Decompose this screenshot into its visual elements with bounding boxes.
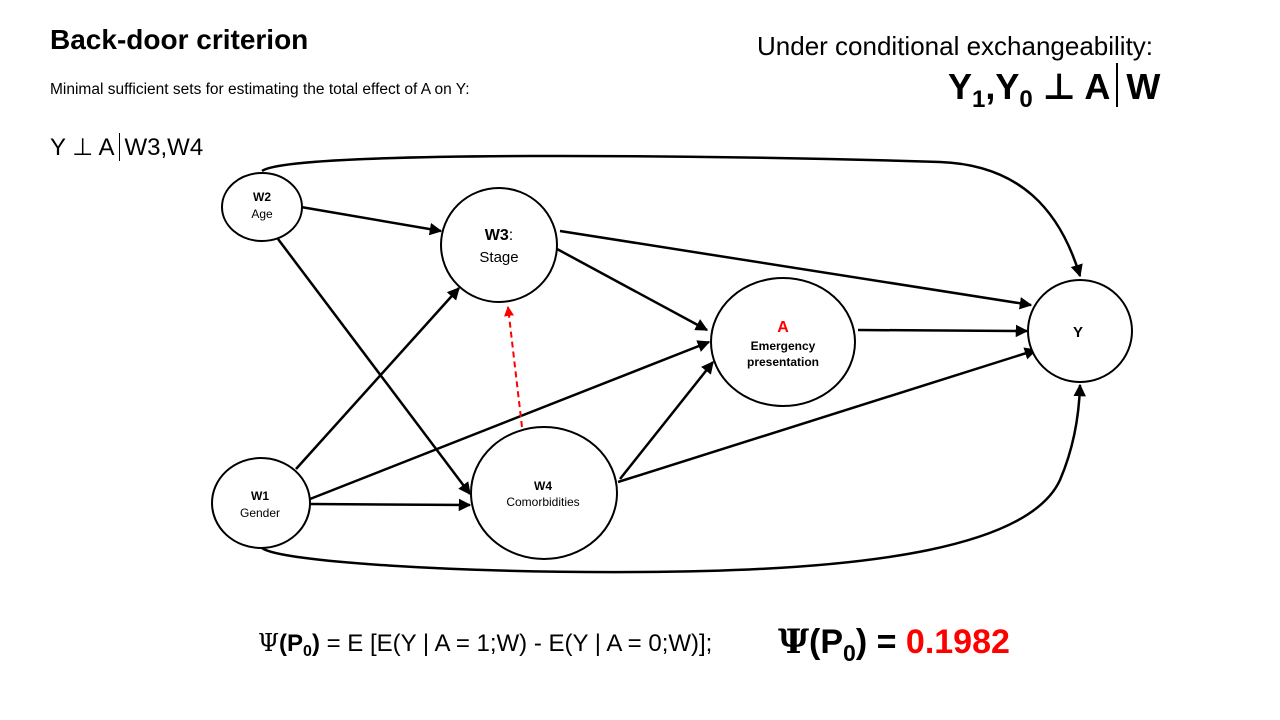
outcome-symbol: Y	[50, 134, 66, 161]
estimand-p-close: )	[311, 630, 320, 657]
edge-w1-w3	[295, 287, 460, 470]
edge-w4-w3-dashed	[504, 306, 523, 428]
estimand-expression: = E [E(Y | A = 1;W) - E(Y | A = 0;W)];	[319, 630, 713, 657]
psi-symbol: Ψ	[778, 622, 810, 662]
estimand-p-open: (P	[279, 630, 304, 657]
edge-w2-w4	[277, 238, 471, 495]
exchangeability-label: Under conditional exchangeability:	[757, 31, 1154, 61]
node-w1-name: Gender	[240, 506, 280, 520]
node-a-name-line1: Emergency	[751, 339, 816, 353]
node-w1-id: W1	[251, 489, 269, 503]
estimate-p-sub: 0	[843, 640, 856, 666]
estimate-value: 0.1982	[905, 623, 1010, 661]
estimate-p-close: )	[855, 623, 868, 661]
edge-w4-y	[617, 347, 1038, 484]
node-w3	[440, 187, 558, 303]
psi-symbol: Ψ	[258, 629, 280, 657]
estimate-p-open: (P	[809, 623, 844, 661]
edges	[261, 154, 1086, 574]
estimate-equals: =	[867, 623, 906, 661]
node-w2	[221, 172, 303, 242]
node-w2-name: Age	[251, 207, 273, 221]
node-y	[1027, 279, 1133, 383]
node-y-id: Y	[1073, 324, 1083, 341]
node-w2-id: W2	[253, 190, 271, 204]
treatment-symbol: A	[98, 134, 115, 161]
conditioning-set: W3,W4	[124, 134, 204, 161]
treatment-symbol: A	[1084, 66, 1111, 107]
edge-w3-a	[556, 247, 709, 332]
independence-formula: Y ⊥ A W3,W4	[50, 133, 203, 162]
node-w4	[470, 426, 618, 560]
estimand-definition: Ψ(P0) = E [E(Y | A = 1;W) - E(Y | A = 0;…	[258, 629, 713, 660]
independence-symbol: ⊥	[72, 134, 94, 161]
edge-a-y	[857, 324, 1029, 338]
node-a-id: A	[777, 319, 789, 336]
slide-title: Back-door criterion	[50, 24, 309, 55]
potential-outcome-0-sub: 0	[1019, 86, 1033, 113]
conditioning-bar	[118, 133, 120, 161]
conditioning-bar	[1116, 63, 1119, 107]
node-w4-id: W4	[534, 479, 552, 493]
edge-w1-y	[261, 383, 1086, 574]
edge-w1-a	[309, 340, 711, 501]
edge-w4-a	[619, 361, 714, 480]
edge-w2-w3	[300, 205, 443, 236]
conditioning-set: W	[1126, 66, 1161, 107]
potential-outcome-1-sub: 1	[972, 86, 986, 113]
node-labels: W2 Age W3: Stage A Emergency presentatio…	[240, 190, 1083, 520]
nodes	[211, 172, 1133, 560]
edge-w3-y	[559, 229, 1033, 310]
slide-subtitle: Minimal sufficient sets for estimating t…	[50, 81, 470, 98]
comma: ,	[985, 66, 996, 107]
potential-outcome-0: Y	[995, 66, 1020, 107]
node-w4-name: Comorbidities	[506, 495, 579, 509]
node-w1	[211, 457, 311, 549]
node-a	[710, 277, 856, 407]
node-a-name-line2: presentation	[747, 355, 819, 369]
node-w3-name: Stage	[479, 249, 518, 266]
estimate-value-line: Ψ(P0) = 0.1982	[778, 622, 1010, 665]
node-w3-id: W3:	[485, 227, 513, 244]
independence-symbol: ⊥	[1042, 66, 1076, 107]
estimand-p-sub: 0	[303, 643, 312, 660]
edge-w2-y	[261, 154, 1083, 278]
potential-outcome-1: Y	[948, 66, 973, 107]
edge-w1-w4	[309, 498, 472, 512]
